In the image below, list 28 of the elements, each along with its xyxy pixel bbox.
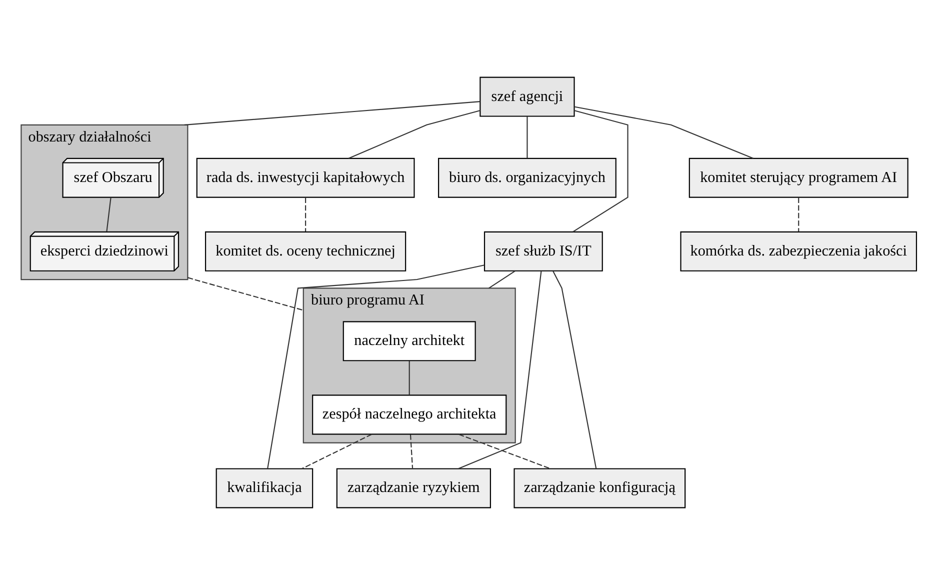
connector [458,433,551,469]
connector [526,116,528,158]
connector [267,264,484,468]
connector [572,109,628,232]
node-box: kwalifikacja [216,468,314,508]
node-box: komitet sterujący programem AI [688,157,908,198]
node-box: komórka ds. zabezpieczenia jakości [680,230,918,271]
connector [348,109,480,158]
connector [798,197,800,231]
connector [184,100,480,125]
node-box: szef służb IS/IT [484,230,603,271]
connector [410,434,414,468]
node-box: naczelny architekt [342,320,476,361]
node-box: szef agencji [480,76,575,116]
node-box: zespół naczelnego architekta [312,394,507,434]
connector [458,270,542,469]
connector [408,360,410,394]
connector [188,276,304,310]
node-box: biuro ds. organizacyjnych [438,157,616,198]
node-box: komitet ds. oceny technicznej [205,230,406,271]
node-box: zarządzanie ryzykiem [336,468,491,508]
connector [552,270,597,468]
connector [305,197,306,231]
connector [106,197,112,232]
node-box: rada ds. inwestycji kapitałowych [196,157,415,198]
connector [574,106,754,158]
connector [302,433,372,469]
node-box: zarządzanie konfiguracją [514,468,686,508]
